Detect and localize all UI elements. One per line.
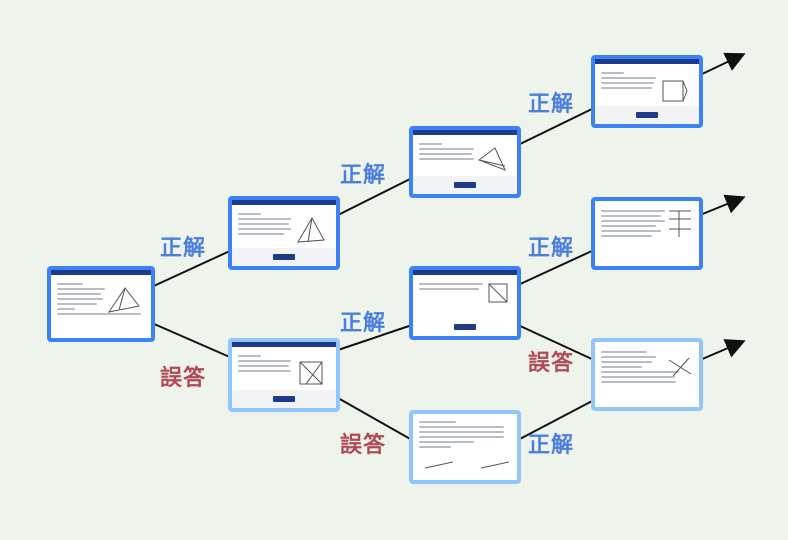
question-card-l3-bottom	[409, 410, 521, 484]
card-text	[601, 69, 693, 110]
question-card-l4-3	[591, 338, 703, 411]
square-figure-icon	[662, 80, 688, 102]
triangle-figure-icon	[107, 287, 140, 313]
correct-label: 正解	[528, 433, 575, 458]
triangle-figure-icon	[297, 216, 325, 243]
edge-l2b-down	[337, 397, 413, 441]
question-card-l4-1	[591, 55, 703, 128]
arrow-1	[699, 52, 746, 76]
wrong-label: 誤答	[160, 366, 207, 391]
card-text	[419, 280, 511, 322]
card-text	[419, 418, 511, 466]
correct-label: 正解	[340, 311, 387, 336]
edge-root-upper	[144, 249, 233, 291]
card-header-bar	[595, 59, 699, 64]
card-text	[57, 280, 145, 324]
question-card-l4-2	[591, 197, 703, 270]
edge-l2a-up	[337, 177, 413, 216]
correct-label: 正解	[528, 236, 575, 261]
question-card-l2-upper	[228, 196, 340, 270]
card-header-bar	[232, 342, 336, 347]
correct-label: 正解	[160, 236, 207, 261]
answer-button[interactable]	[273, 396, 295, 402]
triangle-figure-icon	[477, 147, 506, 171]
answer-button[interactable]	[454, 182, 476, 188]
edge-l3c-up	[517, 399, 595, 441]
square-figure-icon	[299, 361, 323, 385]
angle-figure-icon	[668, 357, 692, 377]
question-card-l2-lower	[228, 338, 340, 412]
edge-l3b-up	[517, 249, 595, 286]
wrong-label: 誤答	[528, 351, 575, 376]
card-header-bar	[413, 270, 517, 275]
edge-l3b-down	[517, 324, 595, 361]
correct-label: 正解	[528, 92, 575, 117]
card-text	[601, 207, 693, 252]
wrong-label: 誤答	[340, 433, 387, 458]
edge-root-lower	[144, 319, 233, 359]
arrow-3	[699, 339, 746, 361]
card-text	[419, 140, 511, 180]
question-card-l3-middle	[409, 266, 521, 340]
answer-button[interactable]	[636, 112, 658, 118]
answer-button[interactable]	[454, 324, 476, 330]
correct-label: 正解	[340, 163, 387, 188]
card-text	[238, 210, 330, 252]
question-card-root	[47, 266, 155, 342]
arrow-2	[699, 194, 746, 216]
edge-l3a-up	[517, 107, 595, 146]
card-header-bar	[51, 270, 151, 275]
card-header-bar	[232, 200, 336, 205]
answer-button[interactable]	[273, 254, 295, 260]
edge-l2b-up	[337, 324, 413, 351]
number-line-figure-icon	[424, 461, 510, 469]
card-text	[238, 352, 330, 394]
square-figure-icon	[488, 283, 508, 303]
card-text	[601, 348, 693, 393]
question-card-l3-top	[409, 126, 521, 198]
card-header-bar	[413, 130, 517, 135]
grid-figure-icon	[669, 210, 691, 237]
